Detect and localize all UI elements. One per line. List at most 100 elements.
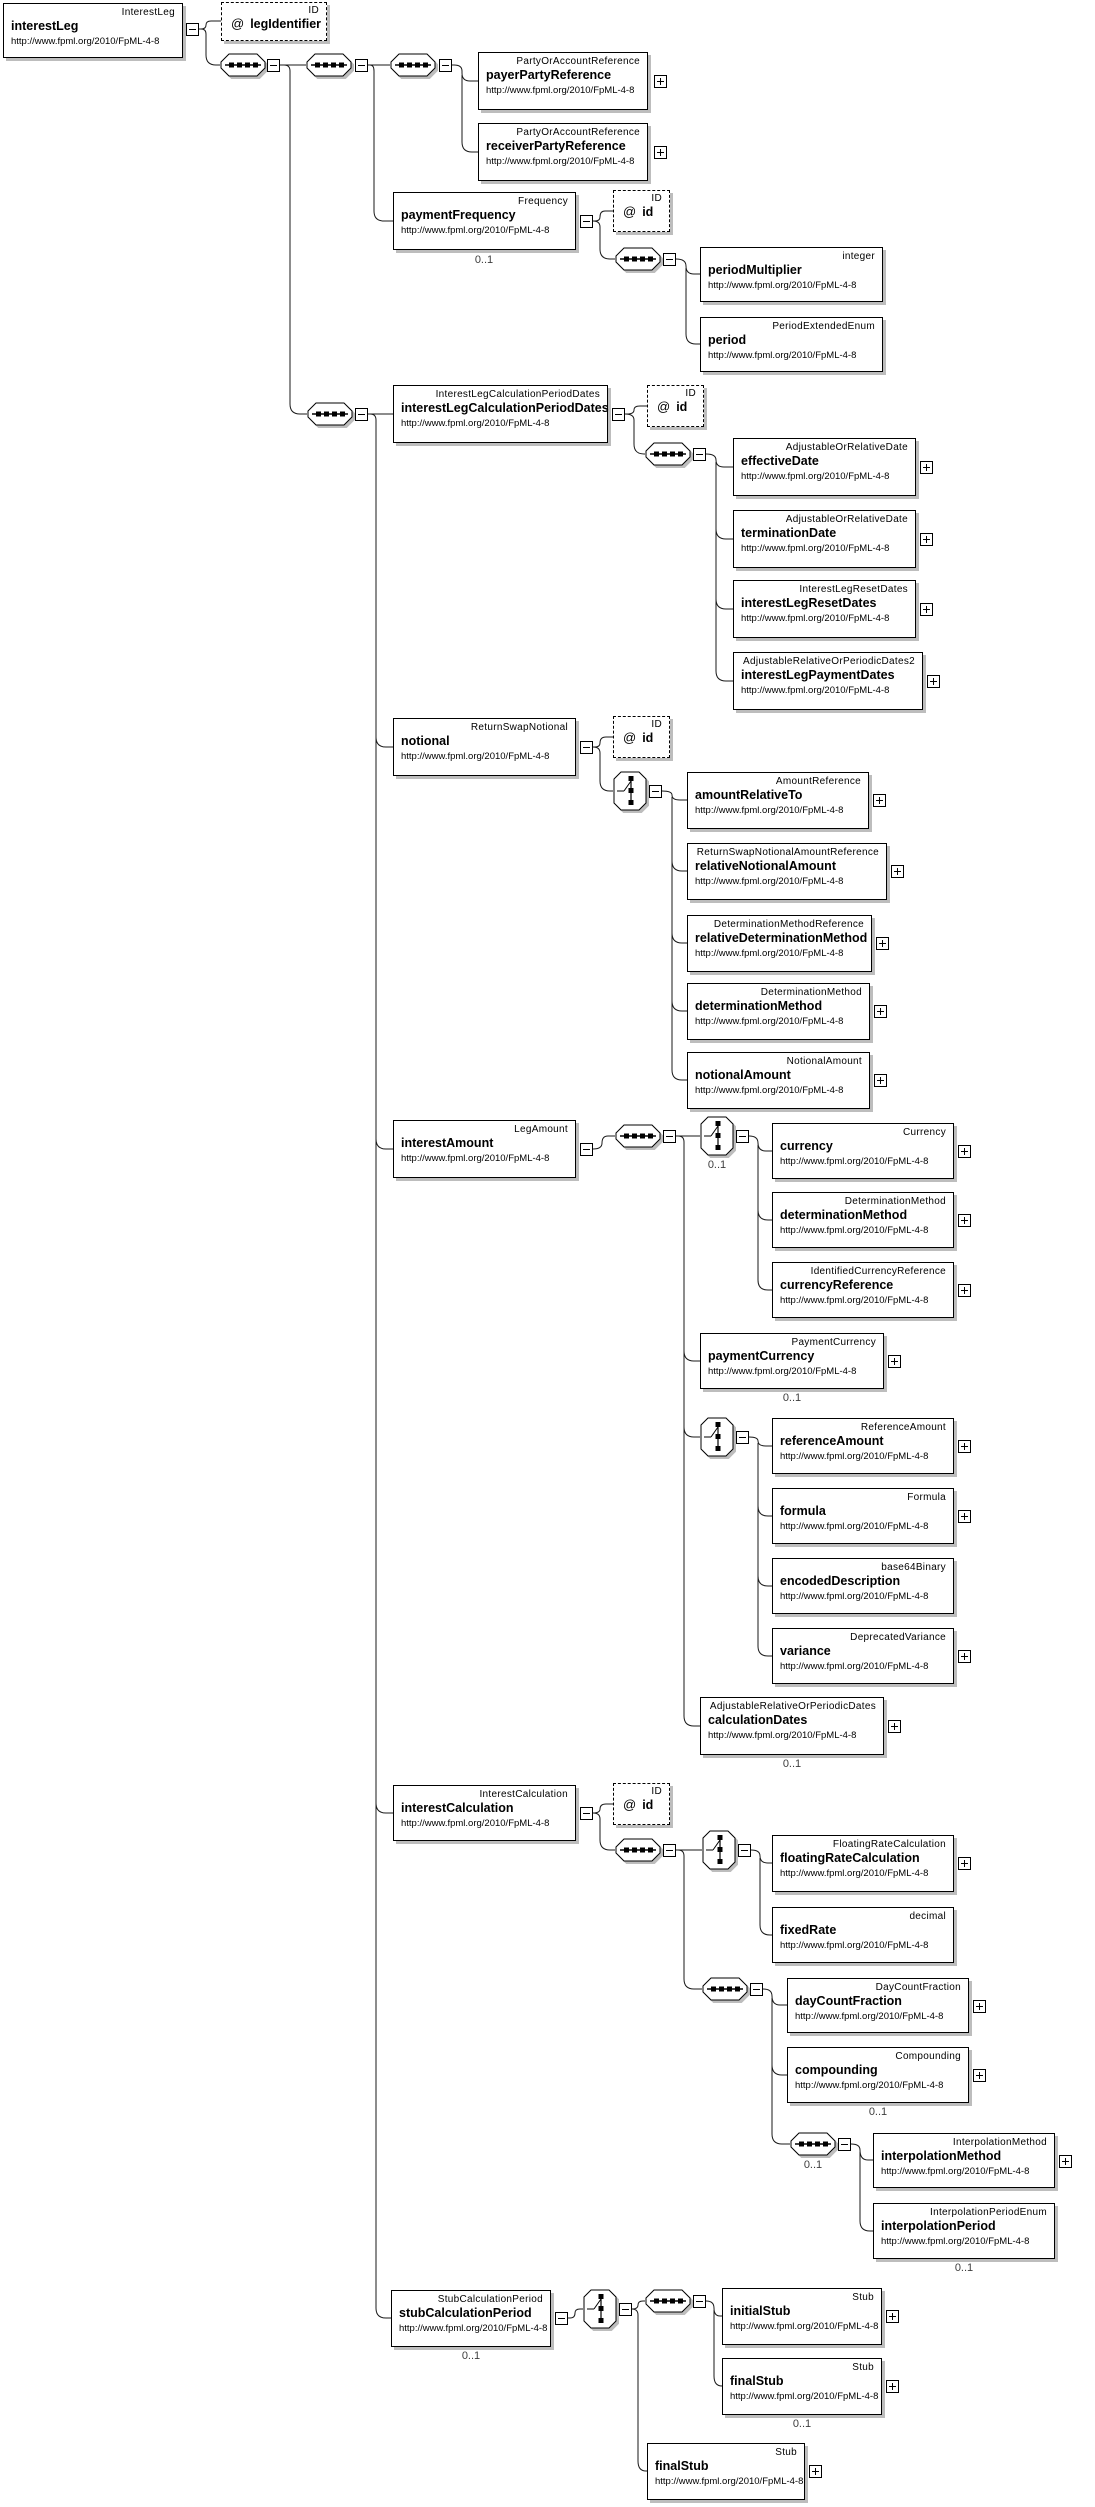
expand-icon[interactable] bbox=[654, 146, 667, 159]
sequence-icon[interactable] bbox=[615, 1838, 664, 1865]
attribute-box-id[interactable]: ID @id bbox=[613, 1783, 670, 1825]
choice-icon[interactable] bbox=[583, 2289, 620, 2332]
element-box-interestLegResetDates[interactable]: InterestLegResetDates interestLegResetDa… bbox=[733, 580, 916, 638]
element-box-relativeDeterminationMethod[interactable]: DeterminationMethodReference relativeDet… bbox=[687, 915, 872, 972]
element-box-currencyReference[interactable]: IdentifiedCurrencyReference currencyRefe… bbox=[772, 1262, 954, 1318]
expand-icon[interactable] bbox=[809, 2465, 822, 2478]
element-box-interestAmount[interactable]: LegAmount interestAmount http://www.fpml… bbox=[393, 1120, 576, 1178]
element-box-interpolationMethod[interactable]: InterpolationMethod interpolationMethod … bbox=[873, 2133, 1055, 2188]
collapse-icon[interactable] bbox=[580, 1143, 593, 1156]
choice-icon[interactable] bbox=[700, 1116, 737, 1159]
sequence-icon[interactable] bbox=[220, 53, 269, 80]
element-box-determinationMethod[interactable]: DeterminationMethod determinationMethod … bbox=[687, 983, 870, 1040]
choice-icon[interactable] bbox=[613, 771, 650, 814]
element-box-notional[interactable]: ReturnSwapNotional notional http://www.f… bbox=[393, 718, 576, 776]
collapse-icon[interactable] bbox=[738, 1844, 751, 1857]
expand-icon[interactable] bbox=[958, 1214, 971, 1227]
collapse-icon[interactable] bbox=[750, 1983, 763, 1996]
collapse-icon[interactable] bbox=[355, 59, 368, 72]
expand-icon[interactable] bbox=[891, 865, 904, 878]
element-box-amountRelativeTo[interactable]: AmountReference amountRelativeTo http://… bbox=[687, 772, 869, 829]
sequence-icon[interactable] bbox=[790, 2132, 839, 2159]
expand-icon[interactable] bbox=[958, 1510, 971, 1523]
element-box-payerPartyReference[interactable]: PartyOrAccountReference payerPartyRefere… bbox=[478, 52, 648, 110]
element-box-calculationDates[interactable]: AdjustableRelativeOrPeriodicDates calcul… bbox=[700, 1697, 884, 1755]
expand-icon[interactable] bbox=[920, 603, 933, 616]
collapse-icon[interactable] bbox=[619, 2303, 632, 2316]
expand-icon[interactable] bbox=[973, 2000, 986, 2013]
element-box-effectiveDate[interactable]: AdjustableOrRelativeDate effectiveDate h… bbox=[733, 438, 916, 496]
expand-icon[interactable] bbox=[927, 675, 940, 688]
collapse-icon[interactable] bbox=[663, 1130, 676, 1143]
element-box-paymentCurrency[interactable]: PaymentCurrency paymentCurrency http://w… bbox=[700, 1333, 884, 1389]
expand-icon[interactable] bbox=[1059, 2155, 1072, 2168]
collapse-icon[interactable] bbox=[439, 59, 452, 72]
element-box-finalStub[interactable]: Stub finalStub http://www.fpml.org/2010/… bbox=[722, 2358, 882, 2415]
element-box-receiverPartyReference[interactable]: PartyOrAccountReference receiverPartyRef… bbox=[478, 123, 648, 181]
attribute-box-id[interactable]: ID @id bbox=[613, 716, 670, 758]
expand-icon[interactable] bbox=[888, 1355, 901, 1368]
element-box-periodMultiplier[interactable]: integer periodMultiplier http://www.fpml… bbox=[700, 247, 883, 302]
collapse-icon[interactable] bbox=[580, 741, 593, 754]
collapse-icon[interactable] bbox=[186, 23, 199, 36]
element-box-period[interactable]: PeriodExtendedEnum period http://www.fpm… bbox=[700, 317, 883, 372]
collapse-icon[interactable] bbox=[612, 408, 625, 421]
sequence-icon[interactable] bbox=[702, 1977, 751, 2004]
element-box-interestLeg[interactable]: InterestLeg interestLeg http://www.fpml.… bbox=[3, 3, 183, 58]
choice-icon[interactable] bbox=[700, 1417, 737, 1460]
element-box-initialStub[interactable]: Stub initialStub http://www.fpml.org/201… bbox=[722, 2288, 882, 2345]
element-box-currency[interactable]: Currency currency http://www.fpml.org/20… bbox=[772, 1123, 954, 1179]
collapse-icon[interactable] bbox=[736, 1431, 749, 1444]
element-box-interestLegCalculationPeriodDates[interactable]: InterestLegCalculationPeriodDates intere… bbox=[393, 385, 609, 443]
sequence-icon[interactable] bbox=[615, 1124, 664, 1151]
attribute-box-id[interactable]: ID @id bbox=[647, 385, 704, 427]
sequence-icon[interactable] bbox=[645, 2289, 694, 2316]
expand-icon[interactable] bbox=[888, 1720, 901, 1733]
expand-icon[interactable] bbox=[958, 1650, 971, 1663]
element-box-finalStub[interactable]: Stub finalStub http://www.fpml.org/2010/… bbox=[647, 2443, 805, 2500]
collapse-icon[interactable] bbox=[649, 785, 662, 798]
choice-icon[interactable] bbox=[702, 1830, 739, 1873]
element-box-terminationDate[interactable]: AdjustableOrRelativeDate terminationDate… bbox=[733, 510, 916, 568]
expand-icon[interactable] bbox=[886, 2380, 899, 2393]
element-box-stubCalculationPeriod[interactable]: StubCalculationPeriod stubCalculationPer… bbox=[391, 2290, 551, 2347]
collapse-icon[interactable] bbox=[838, 2138, 851, 2151]
expand-icon[interactable] bbox=[958, 1145, 971, 1158]
element-box-relativeNotionalAmount[interactable]: ReturnSwapNotionalAmountReference relati… bbox=[687, 843, 887, 900]
collapse-icon[interactable] bbox=[663, 253, 676, 266]
element-box-compounding[interactable]: Compounding compounding http://www.fpml.… bbox=[787, 2047, 969, 2103]
expand-icon[interactable] bbox=[886, 2310, 899, 2323]
sequence-icon[interactable] bbox=[307, 402, 356, 429]
collapse-icon[interactable] bbox=[580, 215, 593, 228]
expand-icon[interactable] bbox=[958, 1440, 971, 1453]
element-box-interestLegPaymentDates[interactable]: AdjustableRelativeOrPeriodicDates2 inter… bbox=[733, 652, 923, 710]
attribute-box-id[interactable]: ID @id bbox=[613, 190, 670, 232]
element-box-referenceAmount[interactable]: ReferenceAmount referenceAmount http://w… bbox=[772, 1418, 954, 1474]
element-box-formula[interactable]: Formula formula http://www.fpml.org/2010… bbox=[772, 1488, 954, 1544]
collapse-icon[interactable] bbox=[663, 1844, 676, 1857]
collapse-icon[interactable] bbox=[693, 2295, 706, 2308]
expand-icon[interactable] bbox=[654, 75, 667, 88]
element-box-encodedDescription[interactable]: base64Binary encodedDescription http://w… bbox=[772, 1558, 954, 1614]
collapse-icon[interactable] bbox=[693, 448, 706, 461]
collapse-icon[interactable] bbox=[355, 408, 368, 421]
attribute-box-legIdentifier[interactable]: ID @legIdentifier bbox=[221, 2, 327, 41]
element-box-paymentFrequency[interactable]: Frequency paymentFrequency http://www.fp… bbox=[393, 192, 576, 250]
element-box-dayCountFraction[interactable]: DayCountFraction dayCountFraction http:/… bbox=[787, 1978, 969, 2033]
expand-icon[interactable] bbox=[920, 533, 933, 546]
expand-icon[interactable] bbox=[973, 2069, 986, 2082]
element-box-interpolationPeriod[interactable]: InterpolationPeriodEnum interpolationPer… bbox=[873, 2203, 1055, 2259]
element-box-variance[interactable]: DeprecatedVariance variance http://www.f… bbox=[772, 1628, 954, 1684]
sequence-icon[interactable] bbox=[306, 53, 355, 80]
collapse-icon[interactable] bbox=[736, 1130, 749, 1143]
collapse-icon[interactable] bbox=[555, 2312, 568, 2325]
element-box-determinationMethod[interactable]: DeterminationMethod determinationMethod … bbox=[772, 1192, 954, 1248]
expand-icon[interactable] bbox=[874, 1074, 887, 1087]
sequence-icon[interactable] bbox=[645, 442, 694, 469]
element-box-interestCalculation[interactable]: InterestCalculation interestCalculation … bbox=[393, 1785, 576, 1841]
element-box-floatingRateCalculation[interactable]: FloatingRateCalculation floatingRateCalc… bbox=[772, 1835, 954, 1892]
expand-icon[interactable] bbox=[874, 1005, 887, 1018]
expand-icon[interactable] bbox=[920, 461, 933, 474]
expand-icon[interactable] bbox=[958, 1857, 971, 1870]
sequence-icon[interactable] bbox=[615, 247, 664, 274]
